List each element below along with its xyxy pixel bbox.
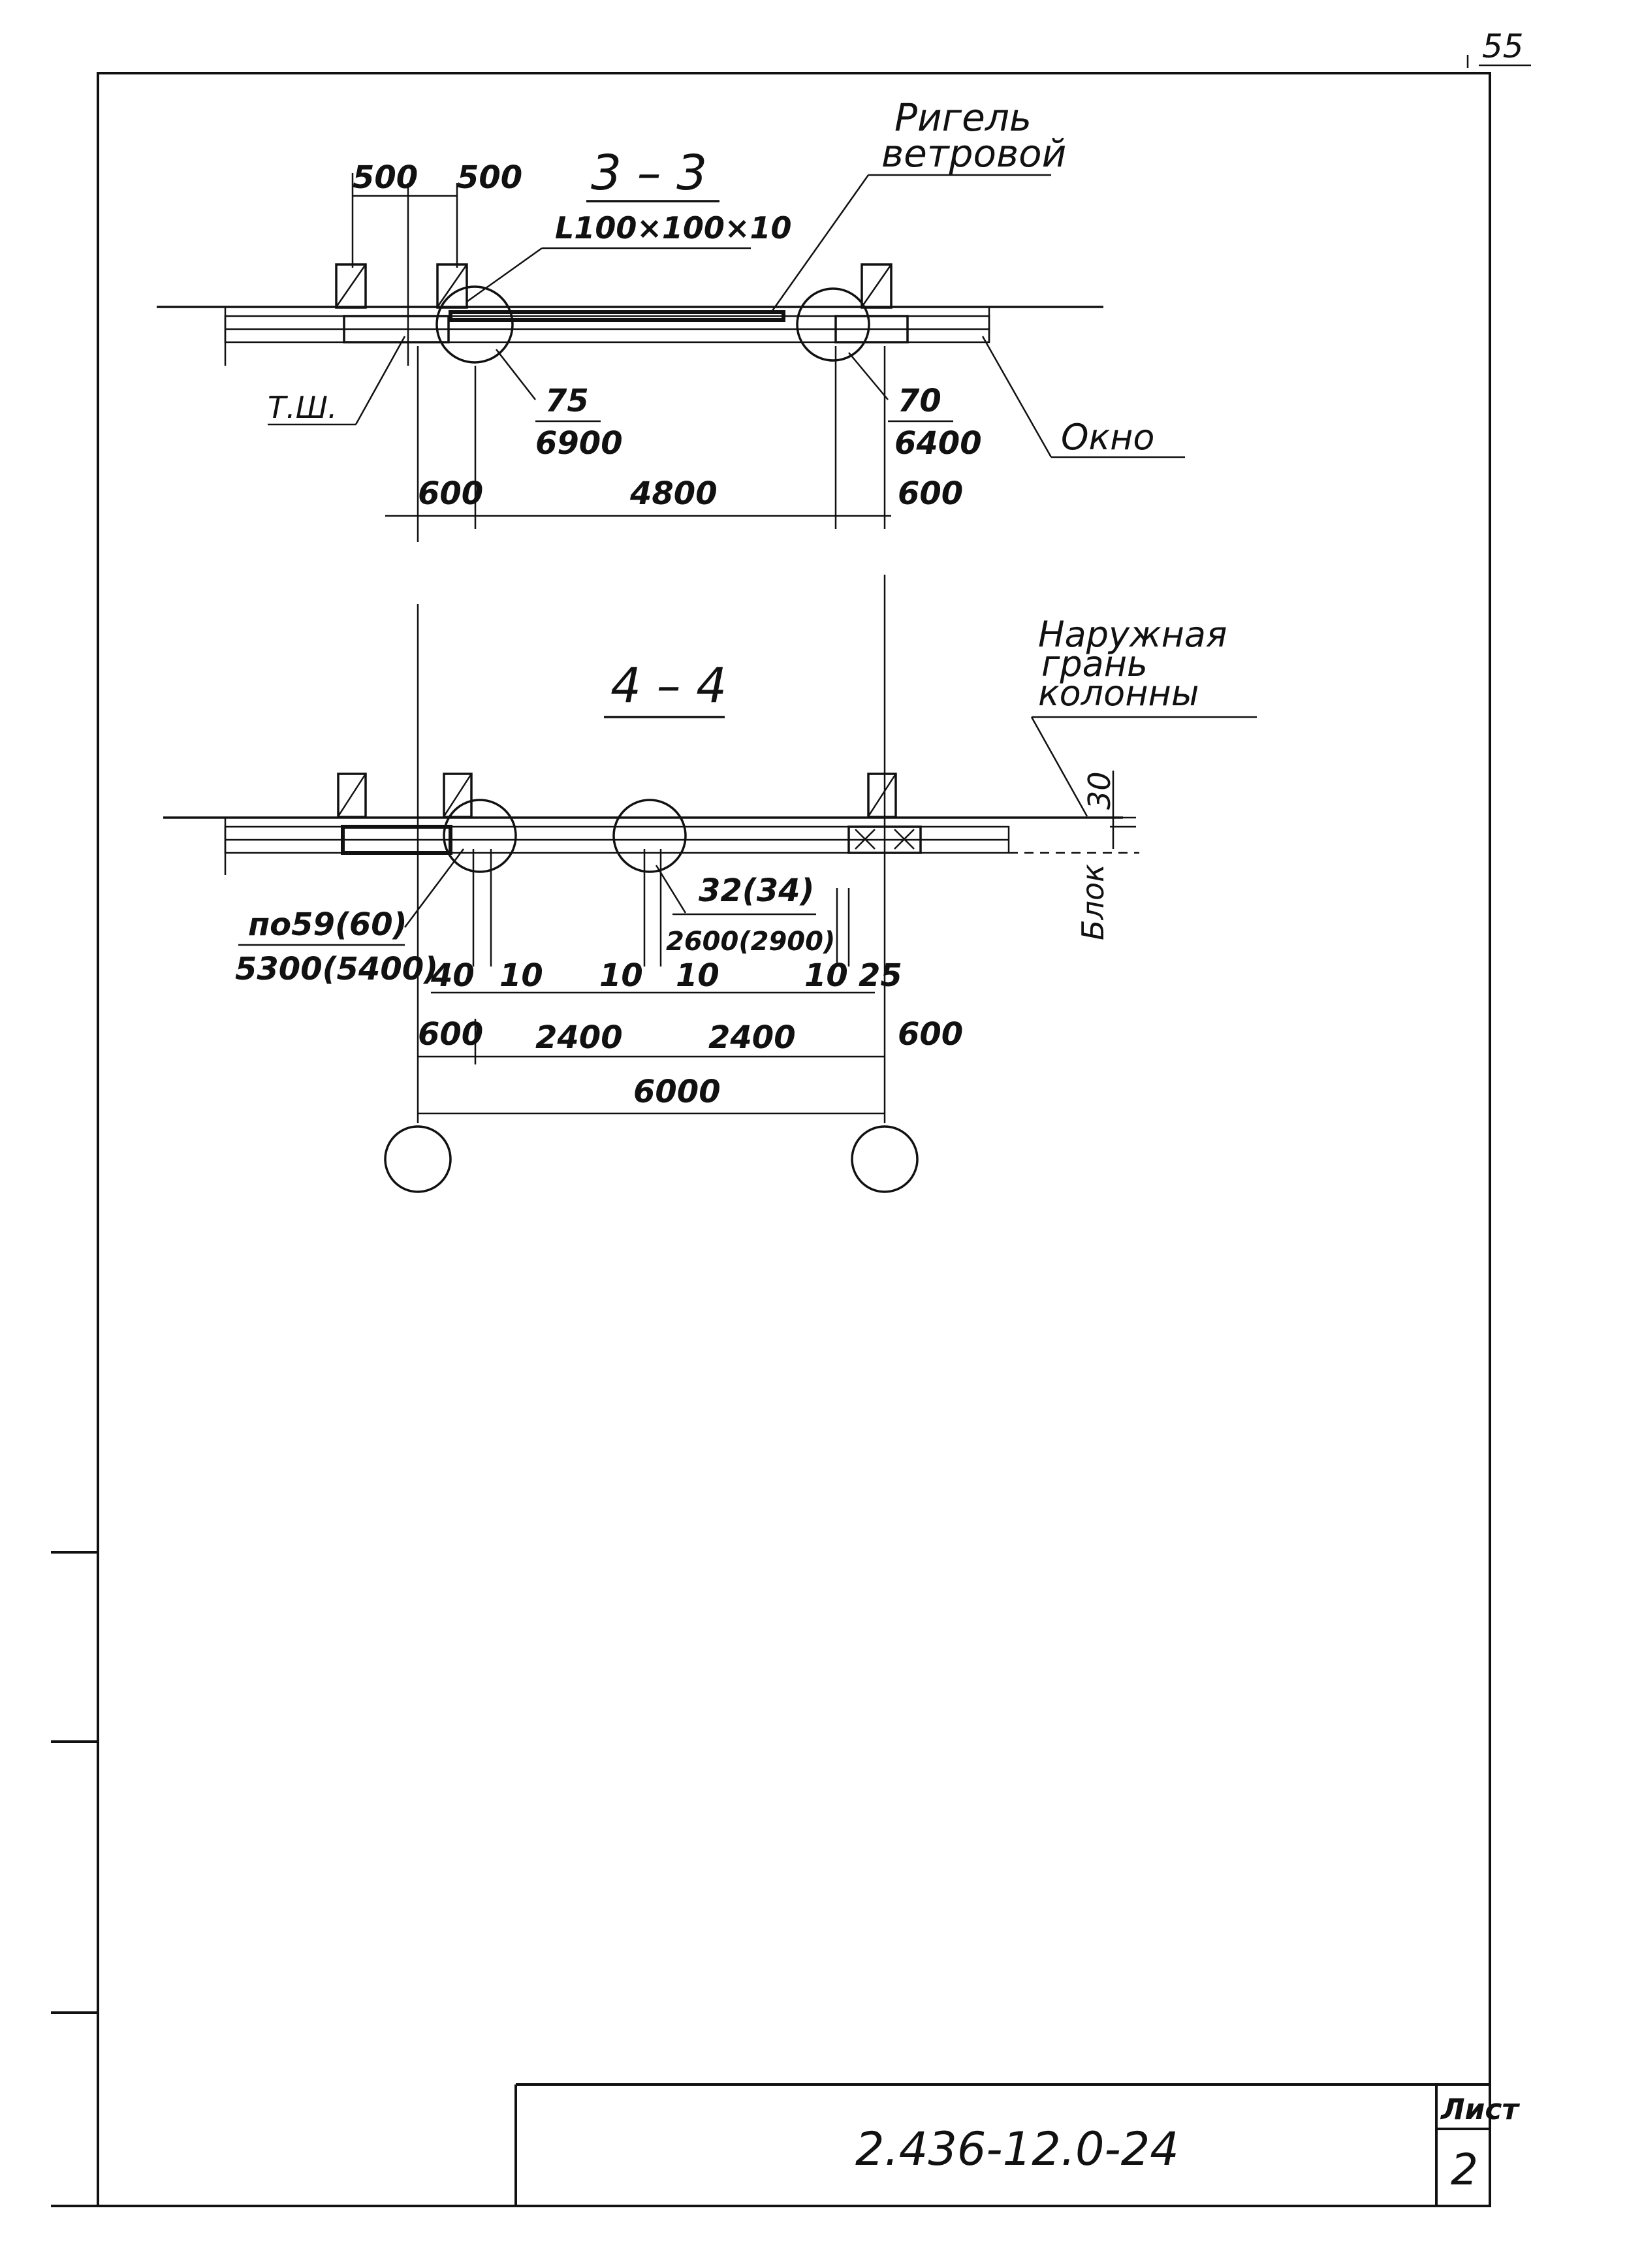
panel-32-leader xyxy=(655,865,687,914)
column-2-hatch xyxy=(436,264,468,308)
panel-32-len: 2600(2900) xyxy=(666,927,835,957)
column-6-hatch xyxy=(867,773,897,817)
outer-face-label-3: колонны xyxy=(1038,673,1199,714)
wind-beam-label-2: ветровой xyxy=(881,131,1066,176)
axis-circle-a xyxy=(384,1125,452,1193)
dim-600-left-lower: 600 xyxy=(418,1016,483,1053)
top-dim-500-left: 500 xyxy=(353,159,418,196)
column-5 xyxy=(443,773,473,818)
base-plate-lower-left xyxy=(341,825,452,855)
panel-59-leader xyxy=(404,848,464,928)
axis-circle-b xyxy=(851,1125,919,1193)
panel-59-num: по59(60) xyxy=(248,906,407,943)
dim-30: 30 xyxy=(1082,771,1117,810)
drawing-code: 2.436-12.0-24 xyxy=(855,2122,1179,2176)
outer-face-leader xyxy=(1030,716,1088,817)
wind-beam-leader xyxy=(769,174,870,314)
sheet-label: Лист xyxy=(1440,2093,1520,2126)
small-dim-10-b: 10 xyxy=(599,957,643,994)
column-4-hatch xyxy=(337,773,367,817)
detail-circle-1 xyxy=(435,285,514,364)
wind-beam xyxy=(449,310,785,322)
panel-75-num: 75 xyxy=(545,383,589,419)
column-6 xyxy=(867,773,897,818)
panel-75-len: 6900 xyxy=(535,425,623,462)
dim-6000: 6000 xyxy=(633,1074,721,1110)
panel-32-num: 32(34) xyxy=(699,872,814,909)
panel-70-leader xyxy=(848,352,889,400)
wind-beam-label-1: Ригель xyxy=(894,95,1032,140)
section-4-4-title: 4 – 4 xyxy=(610,658,727,714)
column-3-hatch xyxy=(861,264,892,308)
panel-70-num: 70 xyxy=(898,383,941,419)
detail-circle-3 xyxy=(443,799,517,873)
sheet-frame xyxy=(97,72,1491,2207)
window-leader xyxy=(981,336,1052,458)
section-3-3: 3 – 3 500 500 L100×100×10 Р xyxy=(157,95,1185,542)
bottom-dim-4800: 4800 xyxy=(629,475,718,512)
panel-75-leader xyxy=(496,349,536,400)
bottom-dim-600-left: 600 xyxy=(418,475,483,512)
dim-600-right-lower: 600 xyxy=(898,1016,963,1053)
small-dim-10-c: 10 xyxy=(676,957,719,994)
top-dim-500-right: 500 xyxy=(457,159,522,196)
angle-label: L100×100×10 xyxy=(555,210,791,246)
plate-cross-2b xyxy=(894,829,915,850)
detail-circle-2 xyxy=(796,287,870,362)
column-5-hatch xyxy=(443,773,473,817)
page-number: 55 xyxy=(1482,27,1524,65)
small-dim-10-d: 10 xyxy=(804,957,848,994)
base-plate-left xyxy=(343,315,450,343)
small-dim-25: 25 xyxy=(859,957,902,994)
column-4 xyxy=(337,773,367,818)
tsh-leader xyxy=(355,336,406,425)
bottom-dim-600-right: 600 xyxy=(898,475,963,512)
panel-59-len: 5300(5400) xyxy=(235,951,438,987)
column-1 xyxy=(335,263,367,309)
section-4-4: 4 – 4 Наружная грань к xyxy=(163,575,1257,1193)
detail-circle-4 xyxy=(612,799,687,873)
section-3-3-title: 3 – 3 xyxy=(591,145,707,201)
dim-2400-left: 2400 xyxy=(535,1019,623,1056)
tsh-label: Т.Ш. xyxy=(268,390,338,425)
column-3 xyxy=(861,263,892,309)
small-dim-10-a: 10 xyxy=(499,957,543,994)
small-dim-40: 40 xyxy=(430,957,475,994)
panel-block-label: Блок xyxy=(1075,864,1111,940)
outer-face-label-1: Наружная xyxy=(1038,614,1227,655)
column-2 xyxy=(436,263,468,309)
base-plate-lower-right xyxy=(847,825,922,854)
column-1-hatch xyxy=(335,264,367,308)
plate-cross-1b xyxy=(855,829,876,850)
outer-face-label-2: грань xyxy=(1041,643,1148,684)
panel-70-len: 6400 xyxy=(894,425,982,462)
angle-leader xyxy=(466,247,543,303)
sheet-number: 2 xyxy=(1451,2145,1478,2195)
window-label: Окно xyxy=(1061,417,1154,458)
title-block: 2.436-12.0-24 Лист 2 xyxy=(514,2083,1520,2206)
base-plate-right xyxy=(834,315,909,343)
dim-2400-right: 2400 xyxy=(708,1019,796,1056)
